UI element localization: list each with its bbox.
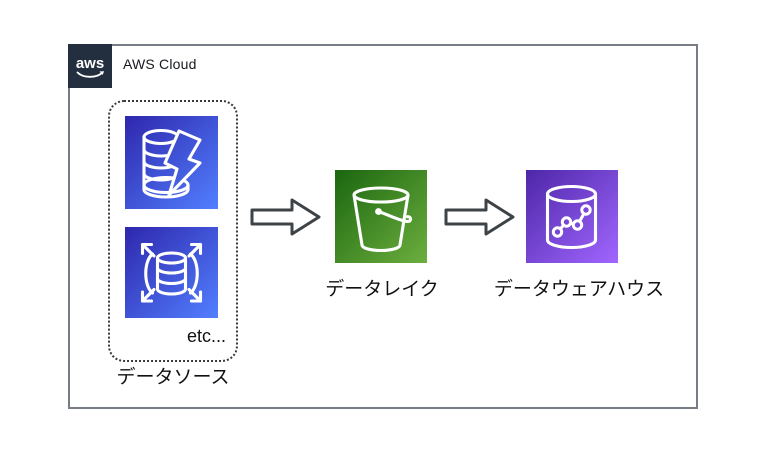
aws-logo-text: aws: [76, 55, 104, 72]
data-sources-label: データソース: [116, 367, 230, 388]
data-warehouse-label: データウェアハウス: [493, 279, 665, 300]
database-scale-out-icon: [125, 227, 218, 318]
data-lake-label: データレイク: [325, 279, 439, 300]
flow-arrow-icon: [444, 198, 515, 236]
flow-arrow-icon: [250, 198, 321, 236]
database-lightning-icon: [125, 116, 218, 209]
aws-smile-icon: [76, 71, 103, 78]
aws-logo-icon: aws: [68, 44, 112, 88]
etc-label: etc...: [186, 326, 226, 346]
database-analytics-icon: [526, 170, 618, 263]
data-sources-group: [108, 100, 238, 362]
s3-bucket-icon: [335, 170, 427, 263]
aws-cloud-label: AWS Cloud: [123, 56, 197, 72]
